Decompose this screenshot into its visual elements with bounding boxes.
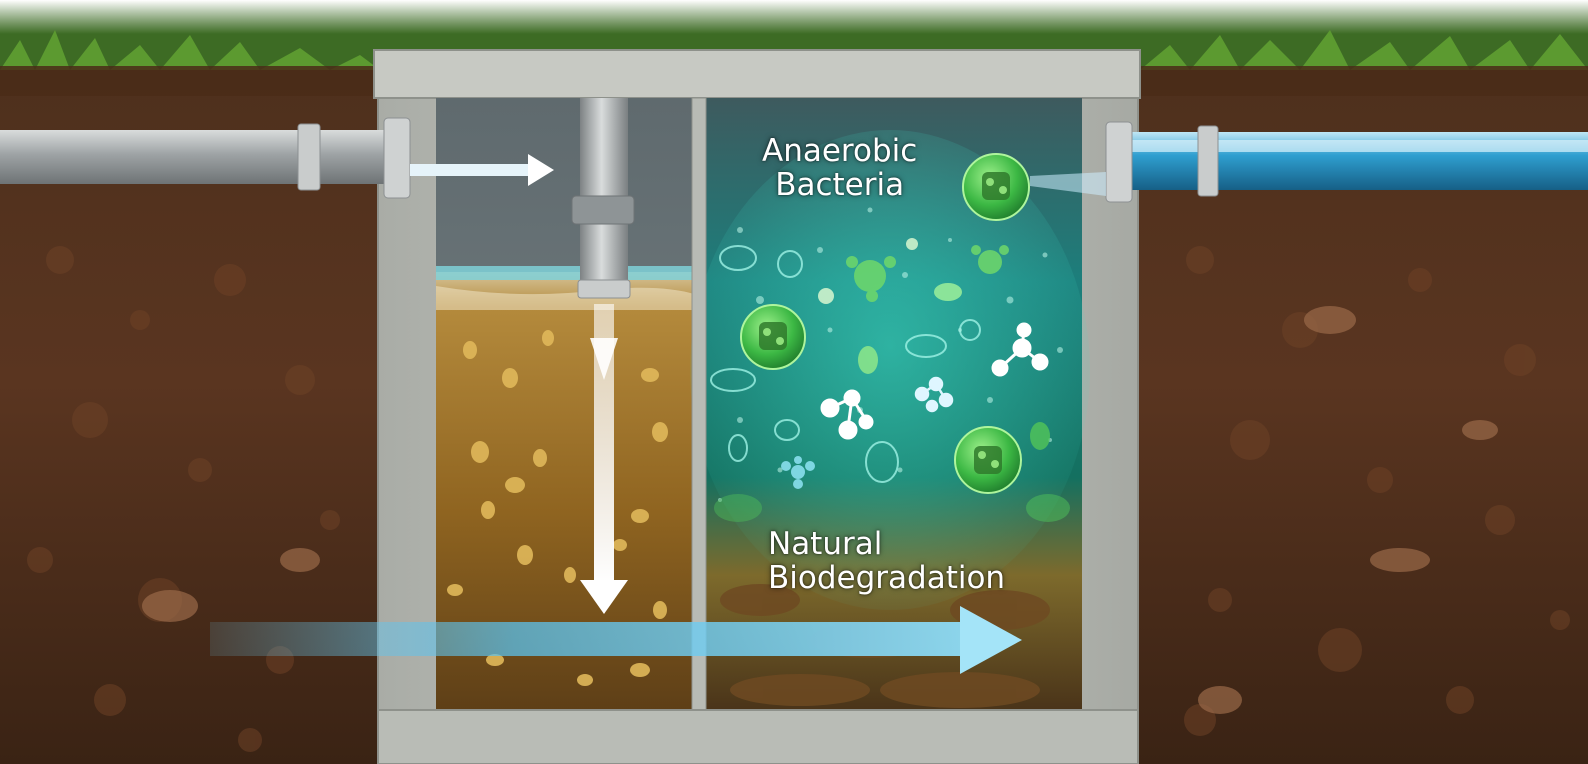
anaerobic-label-line2: Bacteria <box>775 167 905 203</box>
natural-label-line1: Natural <box>768 526 883 562</box>
protozoa <box>710 245 981 483</box>
bacteria-icon <box>962 153 1030 221</box>
natural-biodegradation-label: Natural Biodegradation <box>768 527 1005 595</box>
flow-arrow-icon <box>580 304 628 614</box>
natural-label-line2: Biodegradation <box>768 560 1006 596</box>
flow-arrow-icon <box>410 154 554 186</box>
bacteria-icon <box>954 426 1022 494</box>
water-surface-left <box>436 266 694 280</box>
flow-arrow-icon <box>210 606 1022 674</box>
anaerobic-bacteria-label: Anaerobic Bacteria <box>762 134 917 202</box>
inlet-pipe-icon <box>0 117 411 199</box>
sludge-particles <box>447 330 668 686</box>
bacteria-icon <box>740 304 806 370</box>
molecule-icon <box>914 376 954 413</box>
bubbles <box>718 207 1063 502</box>
tank-lid <box>373 49 1141 99</box>
soil-texture <box>27 246 1570 752</box>
chamber-divider <box>691 97 707 711</box>
molecule-icon <box>781 456 815 489</box>
outlet-pipe-icon <box>1030 121 1588 203</box>
tank-floor <box>377 709 1139 764</box>
anaerobic-label-line1: Anaerobic <box>762 133 918 169</box>
molecule-icon <box>991 322 1049 377</box>
t-pipe <box>571 98 635 299</box>
microbes <box>714 238 1070 522</box>
grass-surface <box>0 0 1588 96</box>
molecule-icon <box>820 389 874 440</box>
soil-stones <box>142 306 1498 714</box>
